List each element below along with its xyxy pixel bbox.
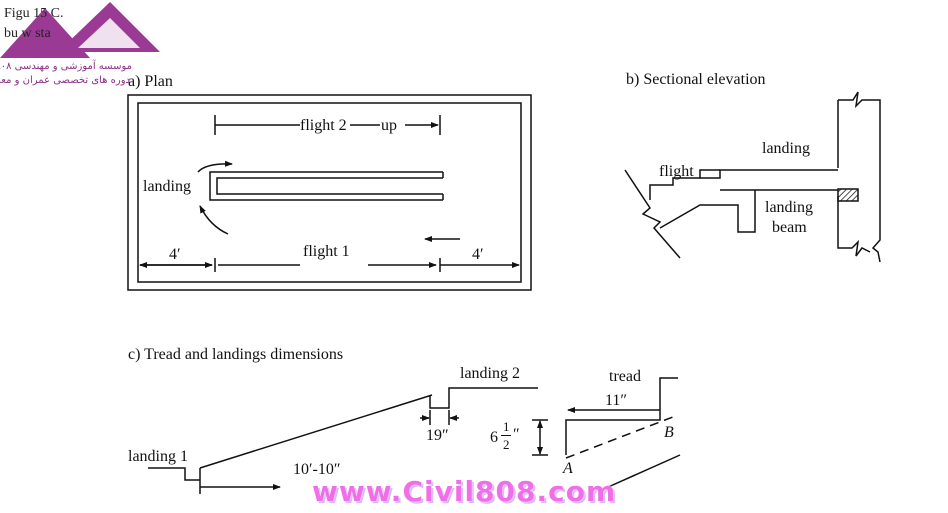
plan-inner-wall xyxy=(137,102,522,283)
length-dim-label: 10′-10″ xyxy=(293,461,341,478)
watermark-website: www.Civil808.com xyxy=(312,475,617,508)
tread-label: tread xyxy=(609,368,641,385)
tread-dim-label: 11″ xyxy=(605,392,628,409)
figure-caption-line1: Figu 15 C. xyxy=(4,6,64,21)
plan-view xyxy=(127,94,532,291)
plan-flight2-label: flight 2 xyxy=(300,117,347,134)
tread-view xyxy=(148,377,681,494)
figure-caption-line2: bu w sta xyxy=(4,26,51,41)
landing1-label: landing 1 xyxy=(128,448,188,465)
landing2-line xyxy=(429,387,538,409)
tread-step xyxy=(565,377,678,455)
plan-up-label: up xyxy=(381,117,397,134)
plan-dim-right: 4′ xyxy=(472,246,484,263)
section-landing-label: landing xyxy=(762,140,810,157)
rise-fraction-bar xyxy=(501,435,511,436)
tread-title: c) Tread and landings dimensions xyxy=(128,346,344,363)
section-flight-label: flight xyxy=(659,163,694,180)
watermark-logo xyxy=(0,2,160,58)
rise-denominator: 2 xyxy=(503,437,510,452)
beam-hatch xyxy=(837,188,859,202)
section-view xyxy=(624,91,881,263)
landing2-label: landing 2 xyxy=(460,365,520,382)
watermark-persian-line1: موسسه آموزشی و مهندسی ۸۰۸ xyxy=(0,61,132,72)
watermark-persian-line2: دوره های تخصصی عمران و معماری xyxy=(0,75,130,86)
point-b-label: B xyxy=(664,424,674,441)
plan-title: a) Plan xyxy=(128,73,173,90)
point-a-label: A xyxy=(563,460,573,477)
landing1-line xyxy=(148,467,200,481)
landing-arrow-top xyxy=(197,160,233,173)
landing-arrow-bottom xyxy=(199,205,229,235)
section-beam-label-1: landing xyxy=(765,199,813,216)
riser-dim-label: 19″ xyxy=(426,427,449,444)
plan-outer-wall xyxy=(127,94,532,291)
plan-landing-label: landing xyxy=(143,178,191,195)
section-landing xyxy=(700,169,838,179)
section-title: b) Sectional elevation xyxy=(626,71,766,88)
section-beam xyxy=(720,190,756,233)
flight-slope xyxy=(199,394,433,469)
rise-numerator: 1 xyxy=(503,419,510,434)
plan-dim-left: 4′ xyxy=(169,246,181,263)
section-flight xyxy=(649,169,720,200)
rise-unit: ″ xyxy=(513,426,520,443)
rise-whole: 6 xyxy=(490,429,498,446)
plan-flight1-label: flight 1 xyxy=(303,243,350,260)
plan-center-wall xyxy=(209,171,443,201)
tread-dashed xyxy=(565,414,679,459)
section-beam-label-2: beam xyxy=(772,219,807,236)
